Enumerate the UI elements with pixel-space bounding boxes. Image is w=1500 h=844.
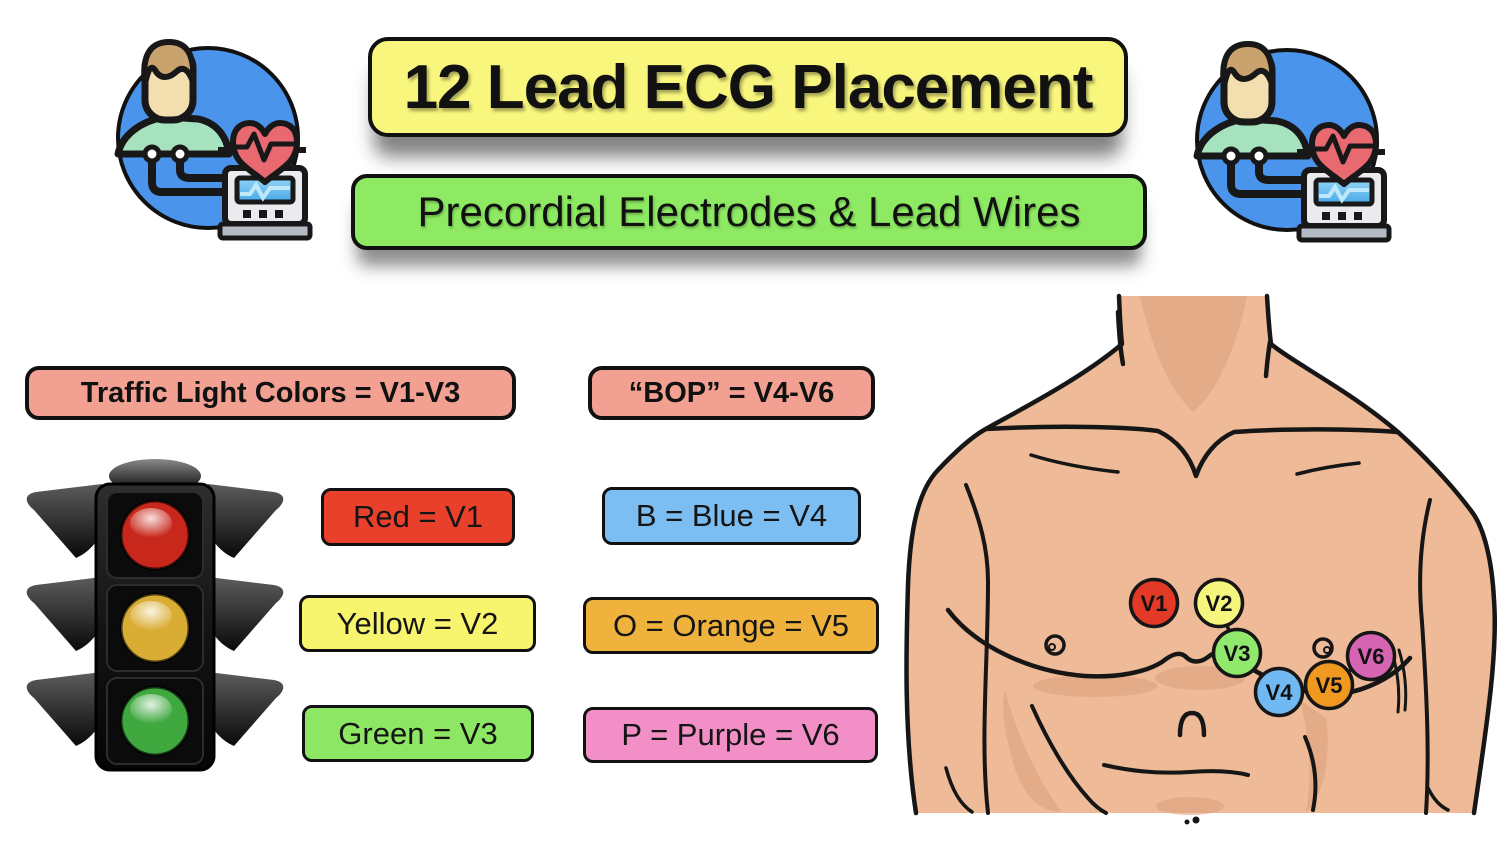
traffic-light-heading-label: Traffic Light Colors = V1-V3 xyxy=(80,376,461,409)
patient-ecg-monitor-icon xyxy=(1179,22,1409,262)
electrode-v5: V5 xyxy=(1303,659,1355,711)
title-banner: 12 Lead ECG Placement xyxy=(368,37,1128,137)
key-purple-v6: P = Purple = V6 xyxy=(583,707,878,763)
traffic-light-icon xyxy=(26,459,284,772)
skin-shading xyxy=(1003,296,1328,815)
electrode-v1: V1 xyxy=(1128,577,1180,629)
bop-heading-label: “BOP” = V4-V6 xyxy=(628,376,835,409)
key-red-v1: Red = V1 xyxy=(321,488,515,546)
key-green-v3: Green = V3 xyxy=(302,705,534,762)
patient-ecg-monitor-icon xyxy=(100,20,330,260)
svg-text:V6: V6 xyxy=(1358,644,1385,669)
electrode-v3: V3 xyxy=(1211,627,1263,679)
key-blue-v4-label: B = Blue = V4 xyxy=(635,498,828,533)
electrode-v4: V4 xyxy=(1253,666,1305,718)
svg-text:V3: V3 xyxy=(1224,641,1251,666)
green-light xyxy=(119,685,191,757)
key-green-v3-label: Green = V3 xyxy=(338,715,498,751)
yellow-light xyxy=(119,592,191,664)
svg-text:V2: V2 xyxy=(1206,591,1233,616)
torso-outline xyxy=(904,293,1498,825)
electrode-v6: V6 xyxy=(1345,630,1397,682)
key-blue-v4: B = Blue = V4 xyxy=(602,487,861,545)
page-title: 12 Lead ECG Placement xyxy=(403,52,1094,122)
subtitle-banner: Precordial Electrodes & Lead Wires xyxy=(351,174,1147,250)
key-orange-v5: O = Orange = V5 xyxy=(583,597,879,654)
red-light xyxy=(119,499,191,571)
electrode-v2: V2 xyxy=(1193,577,1245,629)
svg-text:V1: V1 xyxy=(1141,591,1168,616)
bop-heading: “BOP” = V4-V6 xyxy=(588,366,875,420)
key-purple-v6-label: P = Purple = V6 xyxy=(621,717,840,752)
key-yellow-v2: Yellow = V2 xyxy=(299,595,536,652)
svg-text:V4: V4 xyxy=(1266,680,1294,705)
traffic-light-heading: Traffic Light Colors = V1-V3 xyxy=(25,366,516,420)
key-red-v1-label: Red = V1 xyxy=(352,499,484,534)
svg-text:V5: V5 xyxy=(1316,673,1343,698)
key-yellow-v2-label: Yellow = V2 xyxy=(336,605,499,641)
page-subtitle: Precordial Electrodes & Lead Wires xyxy=(417,188,1081,235)
key-orange-v5-label: O = Orange = V5 xyxy=(612,607,850,643)
